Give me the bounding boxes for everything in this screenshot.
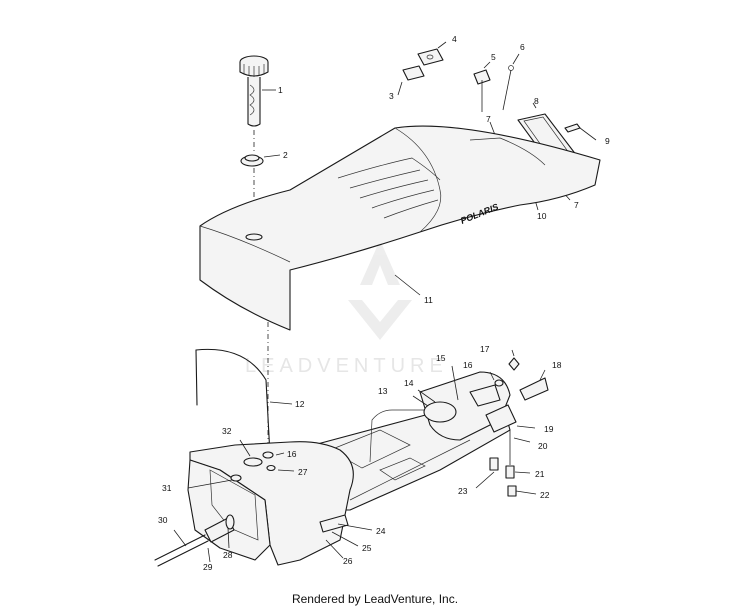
seat-part — [199, 125, 601, 331]
callout-12: 12 — [295, 399, 305, 409]
callout-2: 2 — [283, 150, 288, 160]
callout-25: 25 — [362, 543, 372, 553]
callout-8: 8 — [534, 96, 539, 106]
callout-1: 1 — [278, 85, 283, 95]
callout-11: 11 — [424, 295, 433, 305]
callout-16a: 16 — [463, 360, 473, 370]
callout-17: 17 — [480, 344, 490, 354]
callout-13: 13 — [378, 386, 388, 396]
heat-shield-part — [195, 348, 293, 456]
callout-29: 29 — [203, 562, 213, 572]
callout-10: 10 — [537, 211, 547, 221]
fuel-filter-part — [154, 514, 235, 567]
callout-21: 21 — [535, 469, 545, 479]
callout-26: 26 — [343, 556, 353, 566]
bracket-screw-parts — [473, 65, 514, 112]
callout-32: 32 — [222, 426, 232, 436]
hardware-cluster-parts — [485, 357, 549, 497]
callout-30: 30 — [158, 515, 168, 525]
callout-20: 20 — [538, 441, 548, 451]
callout-15: 15 — [436, 353, 446, 363]
callout-19: 19 — [544, 424, 554, 434]
callout-6: 6 — [520, 42, 525, 52]
watermark-logo — [348, 240, 412, 340]
fuel-cap-part — [239, 55, 269, 127]
callout-22: 22 — [540, 490, 550, 500]
callout-5: 5 — [491, 52, 496, 62]
callout-14: 14 — [404, 378, 414, 388]
watermark-text: LEADVENTURE — [245, 355, 448, 377]
callout-3: 3 — [389, 91, 394, 101]
callout-31: 31 — [162, 483, 172, 493]
callout-4: 4 — [452, 34, 457, 44]
airbox-part — [419, 371, 511, 441]
footer-credit: Rendered by LeadVenture, Inc. — [291, 592, 459, 606]
callout-28: 28 — [223, 550, 233, 560]
callout-16b: 16 — [287, 449, 297, 459]
callout-9: 9 — [605, 136, 610, 146]
callout-27: 27 — [298, 467, 308, 477]
callout-18: 18 — [552, 360, 562, 370]
callout-24: 24 — [376, 526, 386, 536]
fuel-tank-part — [187, 441, 354, 566]
callout-7b: 7 — [574, 200, 579, 210]
plate-parts — [402, 48, 444, 81]
callout-7a: 7 — [486, 114, 491, 124]
callout-23: 23 — [458, 486, 468, 496]
grommet-part — [240, 154, 264, 167]
